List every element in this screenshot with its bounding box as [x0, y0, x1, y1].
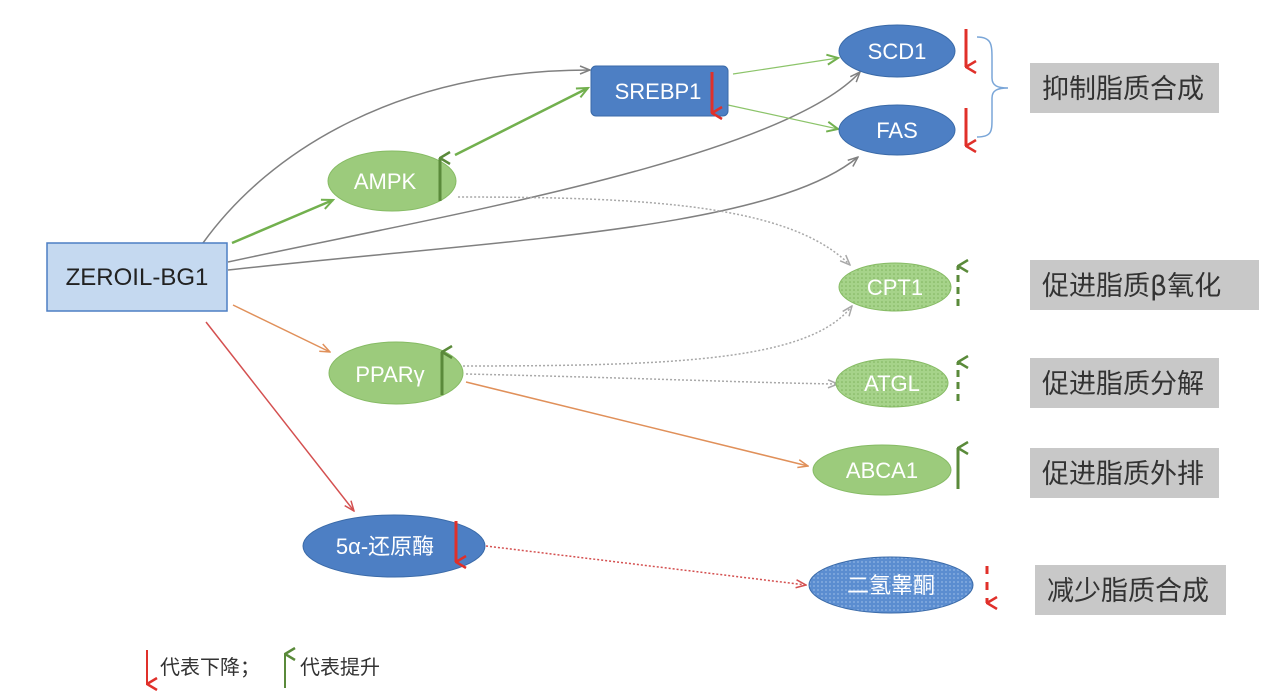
source-node	[46, 242, 228, 312]
arrow-ppar-to-cpt1	[462, 306, 852, 367]
effect-decomposition: 促进脂质分解	[1042, 369, 1204, 400]
arrow-ppar-to-abca1	[465, 381, 808, 466]
effect-box-reduce-synthesis	[1035, 565, 1226, 615]
arrow-source-to-fas	[227, 157, 858, 271]
arrow-ampk-to-srebp1	[454, 86, 588, 157]
atgl-node	[835, 358, 949, 408]
ampk-node	[327, 150, 457, 212]
arrow-srebp1-to-scd1	[732, 58, 838, 75]
effect-inhibit-synthesis: 抑制脂质合成	[1042, 74, 1204, 105]
reductase-node	[302, 514, 486, 578]
ampk-label: AMPK	[354, 169, 417, 194]
ppar-node	[328, 341, 464, 405]
bracket	[976, 36, 1009, 138]
cpt1-label: CPT1	[867, 275, 923, 300]
legend-up-label: 代表提升	[300, 655, 380, 679]
effect-efflux: 促进脂质外排	[1042, 459, 1204, 490]
arrow-source-to-ppar	[232, 304, 330, 352]
scd1-node	[838, 24, 956, 78]
arrow-reductase-to-dht	[485, 545, 806, 585]
srebp1-label: SREBP1	[615, 79, 702, 104]
effect-box-inhibit-synthesis	[1030, 63, 1219, 113]
effect-beta-oxidation: 促进脂质β氧化	[1042, 271, 1221, 302]
effect-box-efflux	[1030, 448, 1219, 498]
effect-box-beta-oxidation	[1030, 260, 1259, 310]
effect-box-decomposition	[1030, 358, 1219, 408]
abca1-node	[812, 444, 952, 496]
arrow-srebp1-to-fas	[727, 104, 838, 129]
arrow-ampk-to-cpt1	[457, 196, 850, 265]
reductase-label: 5α-还原酶	[336, 534, 434, 559]
scd1-label: SCD1	[868, 39, 927, 64]
fas-node	[838, 104, 956, 156]
dht-label: 二氢睾酮	[847, 573, 935, 598]
abca1-label: ABCA1	[846, 458, 918, 483]
arrow-source-to-scd1	[227, 72, 860, 263]
dht-node	[808, 556, 974, 614]
ppar-label: PPARγ	[355, 362, 424, 387]
srebp1-node	[590, 65, 729, 117]
cpt1-node	[838, 262, 952, 312]
atgl-label: ATGL	[864, 371, 920, 396]
arrow-source-to-ampk	[231, 200, 333, 245]
fas-label: FAS	[876, 118, 918, 143]
source-label: ZEROIL-BG1	[66, 264, 209, 291]
arrow-ppar-to-atgl	[465, 373, 838, 384]
arrow-source-to-reductase	[205, 321, 354, 511]
legend-down-label: 代表下降；	[160, 655, 260, 679]
effect-reduce-synthesis: 减少脂质合成	[1047, 576, 1209, 607]
arrow-source-to-srebp1	[202, 70, 590, 244]
